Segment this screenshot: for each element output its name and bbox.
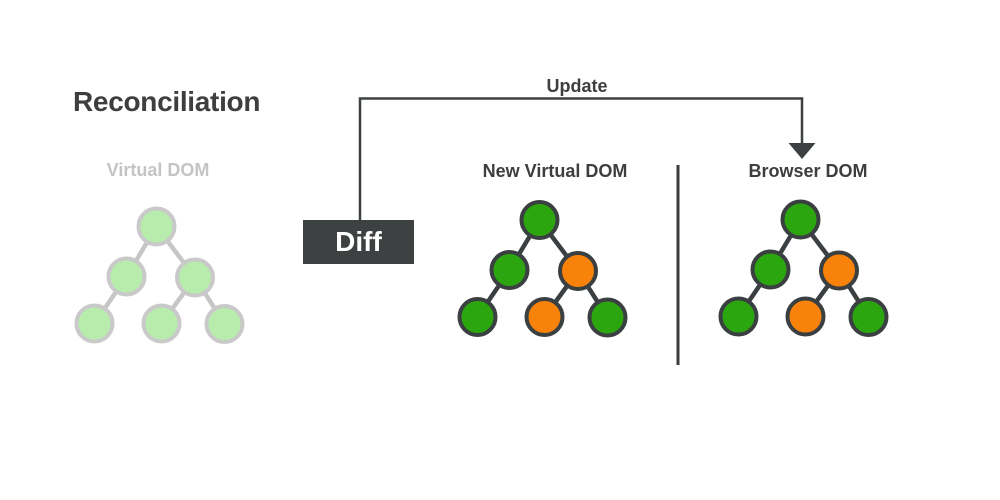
new-virtual-dom-node bbox=[587, 297, 628, 338]
new-virtual-dom-node bbox=[524, 297, 565, 337]
browser-dom-label: Browser DOM bbox=[748, 161, 868, 181]
browser-dom-node bbox=[848, 297, 889, 337]
browser-dom-node bbox=[819, 250, 859, 291]
diff-box: Diff bbox=[303, 220, 414, 264]
browser-dom-node bbox=[785, 296, 826, 337]
browser-dom-node bbox=[750, 249, 791, 290]
virtual-dom-label: Virtual DOM bbox=[106, 160, 210, 180]
virtual-dom-node bbox=[106, 256, 147, 297]
update-arrow-label: Update bbox=[546, 76, 608, 96]
virtual-dom-node bbox=[204, 304, 245, 344]
update-connector-line bbox=[358, 97, 804, 220]
new-virtual-dom-node bbox=[489, 250, 530, 290]
virtual-dom-node bbox=[175, 257, 215, 298]
browser-dom-node bbox=[780, 199, 821, 240]
browser-dom-node bbox=[718, 296, 759, 337]
new-virtual-dom-node bbox=[558, 251, 598, 291]
new-virtual-dom-label: New Virtual DOM bbox=[482, 161, 628, 181]
virtual-dom-node bbox=[136, 206, 177, 247]
new-virtual-dom-node bbox=[519, 200, 560, 240]
page-title: Reconciliation bbox=[73, 86, 261, 117]
update-arrowhead-icon bbox=[788, 143, 816, 159]
new-virtual-dom-node bbox=[457, 297, 498, 337]
virtual-dom-node bbox=[141, 303, 182, 344]
virtual-dom-node bbox=[74, 303, 115, 344]
